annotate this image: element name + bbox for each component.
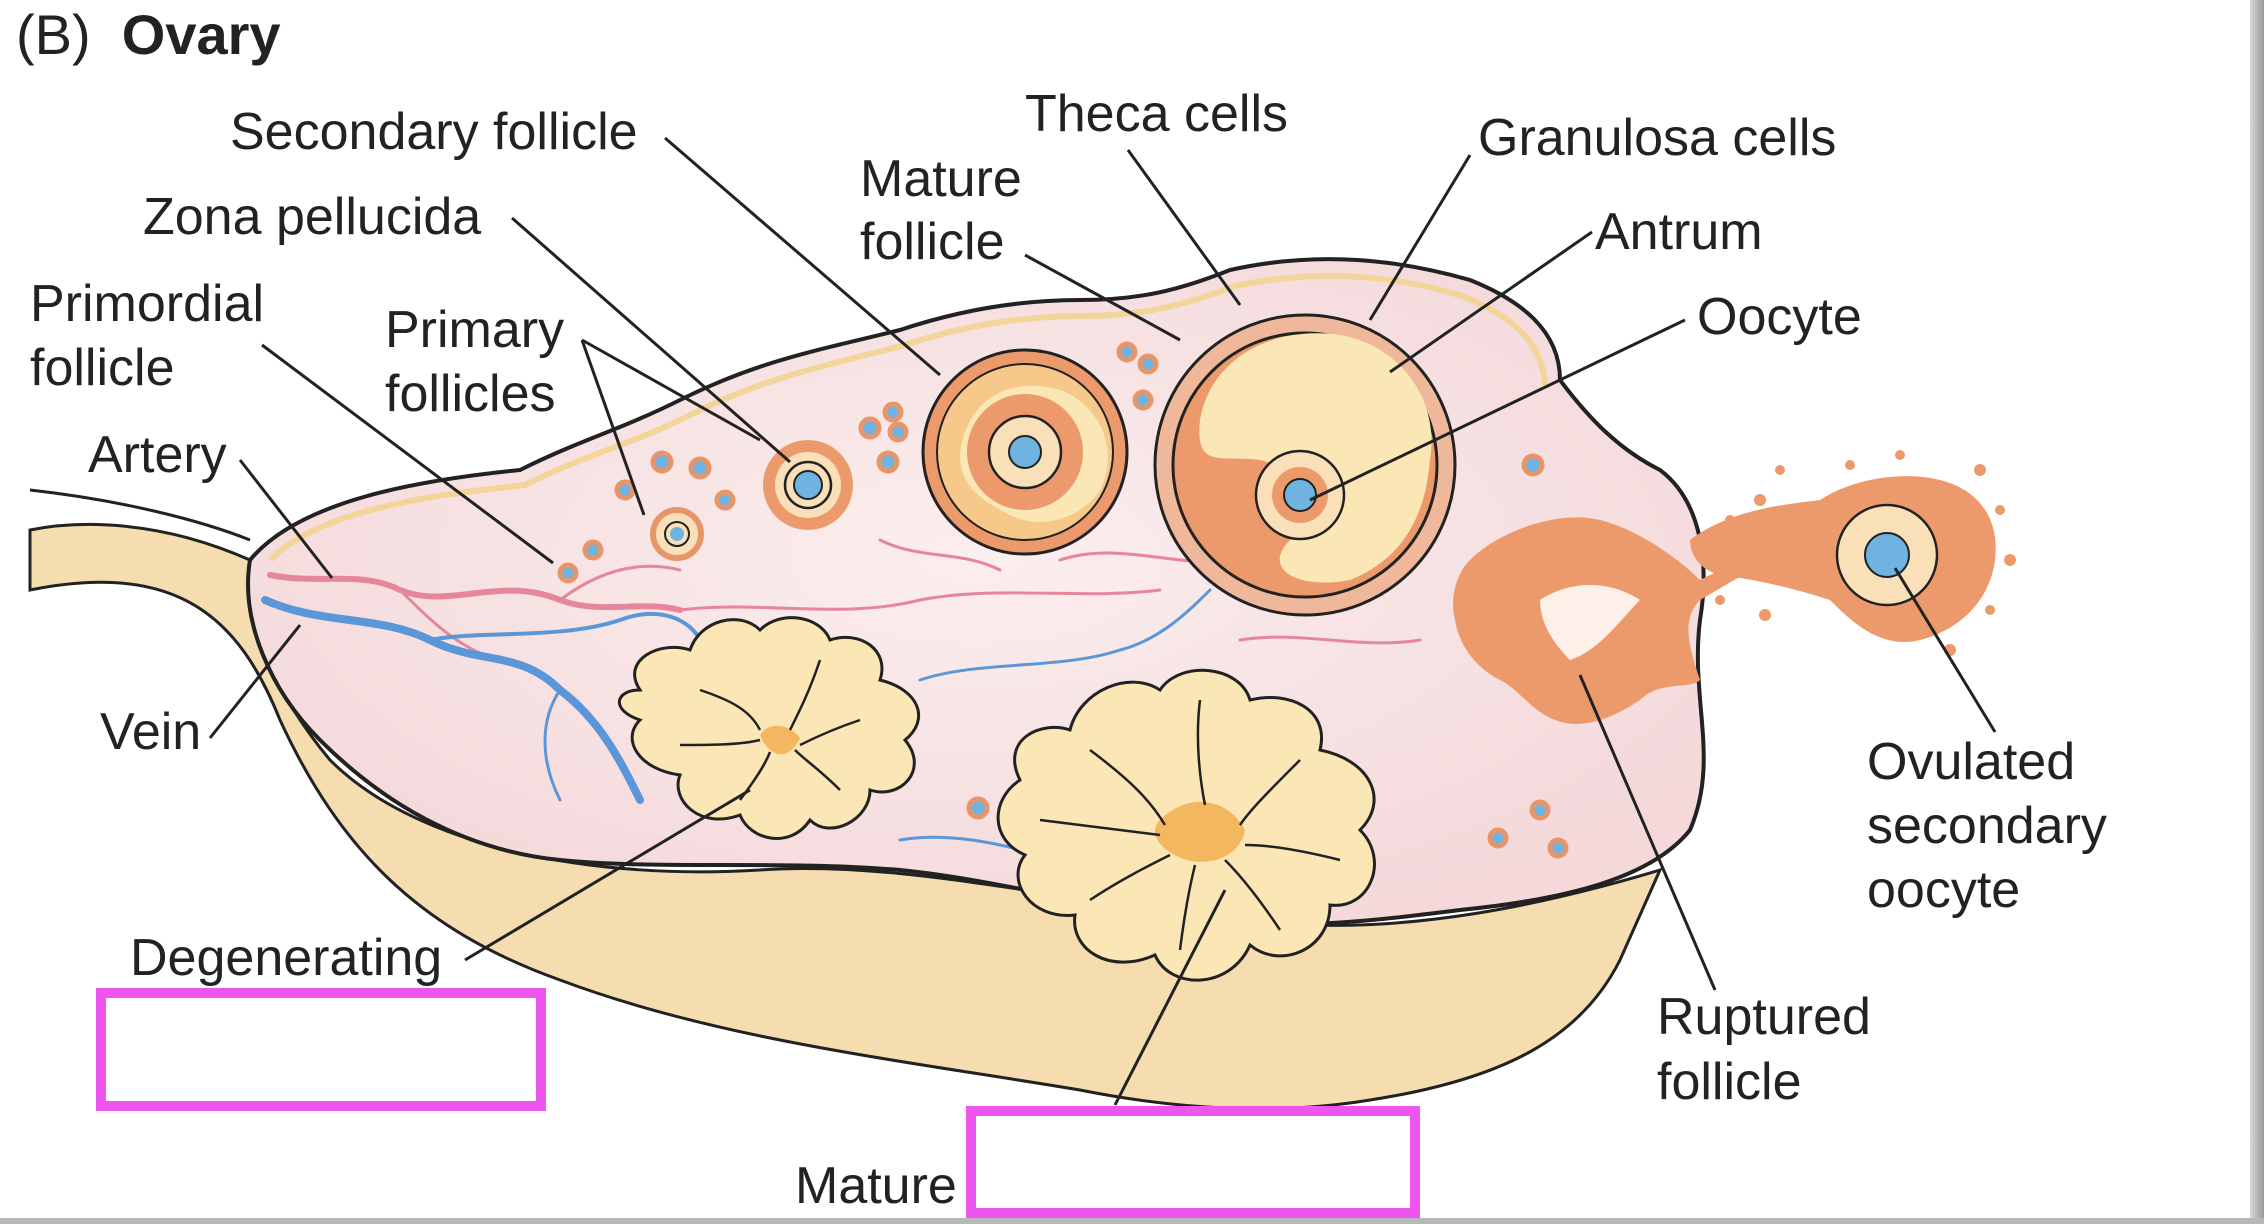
- window-frame-bottom: [0, 1218, 2264, 1224]
- label-ruptured-line1: Ruptured: [1657, 988, 1871, 1046]
- ovulated-secondary-oocyte: [1690, 450, 2016, 656]
- mature-follicle: [1153, 313, 1457, 617]
- artery-vessels: [267, 538, 1422, 662]
- figure-title-text: Ovary: [121, 3, 281, 66]
- answer-box-mature[interactable]: [966, 1106, 1420, 1218]
- label-mature-follicle-line2: follicle: [860, 213, 1005, 271]
- label-ruptured-line2: follicle: [1657, 1053, 1802, 1111]
- label-primordial-line2: follicle: [30, 339, 175, 397]
- panel-letter: (B): [16, 3, 91, 66]
- label-theca-cells: Theca cells: [1025, 85, 1288, 143]
- answer-box-degenerating[interactable]: [96, 988, 546, 1111]
- label-mature-bottom: Mature: [795, 1157, 957, 1215]
- label-granulosa-cells: Granulosa cells: [1478, 109, 1837, 167]
- label-primary-line2: follicles: [385, 365, 556, 423]
- label-ovulated-line1: Ovulated: [1867, 733, 2076, 791]
- label-oocyte: Oocyte: [1697, 288, 1862, 346]
- primary-follicle: [650, 507, 704, 561]
- label-degenerating: Degenerating: [130, 929, 443, 987]
- ruptured-follicle: [1453, 517, 1760, 724]
- leader-lines: [208, 136, 1997, 1106]
- label-artery: Artery: [88, 426, 227, 484]
- label-mature-follicle-line1: Mature: [860, 150, 1022, 208]
- label-vein: Vein: [100, 703, 202, 761]
- secondary-follicle-small: [763, 440, 853, 530]
- label-antrum: Antrum: [1595, 203, 1763, 261]
- mature-corpus-luteum: [996, 668, 1376, 982]
- secondary-follicle: [921, 348, 1129, 556]
- label-secondary-follicle: Secondary follicle: [230, 103, 638, 161]
- window-frame-edge: [2250, 0, 2264, 1224]
- label-primary-line1: Primary: [385, 301, 565, 359]
- label-ovulated-line3: oocyte: [1867, 861, 2021, 919]
- figure-title: (B) Ovary: [16, 2, 281, 67]
- degenerating-corpus-luteum: [617, 616, 921, 840]
- label-primordial-line1: Primordial: [30, 275, 265, 333]
- label-zona-pellucida: Zona pellucida: [143, 188, 482, 246]
- label-ovulated-line2: secondary: [1867, 797, 2107, 855]
- primordial-follicles: [557, 341, 1569, 859]
- ovarian-ligament: [28, 522, 1663, 1111]
